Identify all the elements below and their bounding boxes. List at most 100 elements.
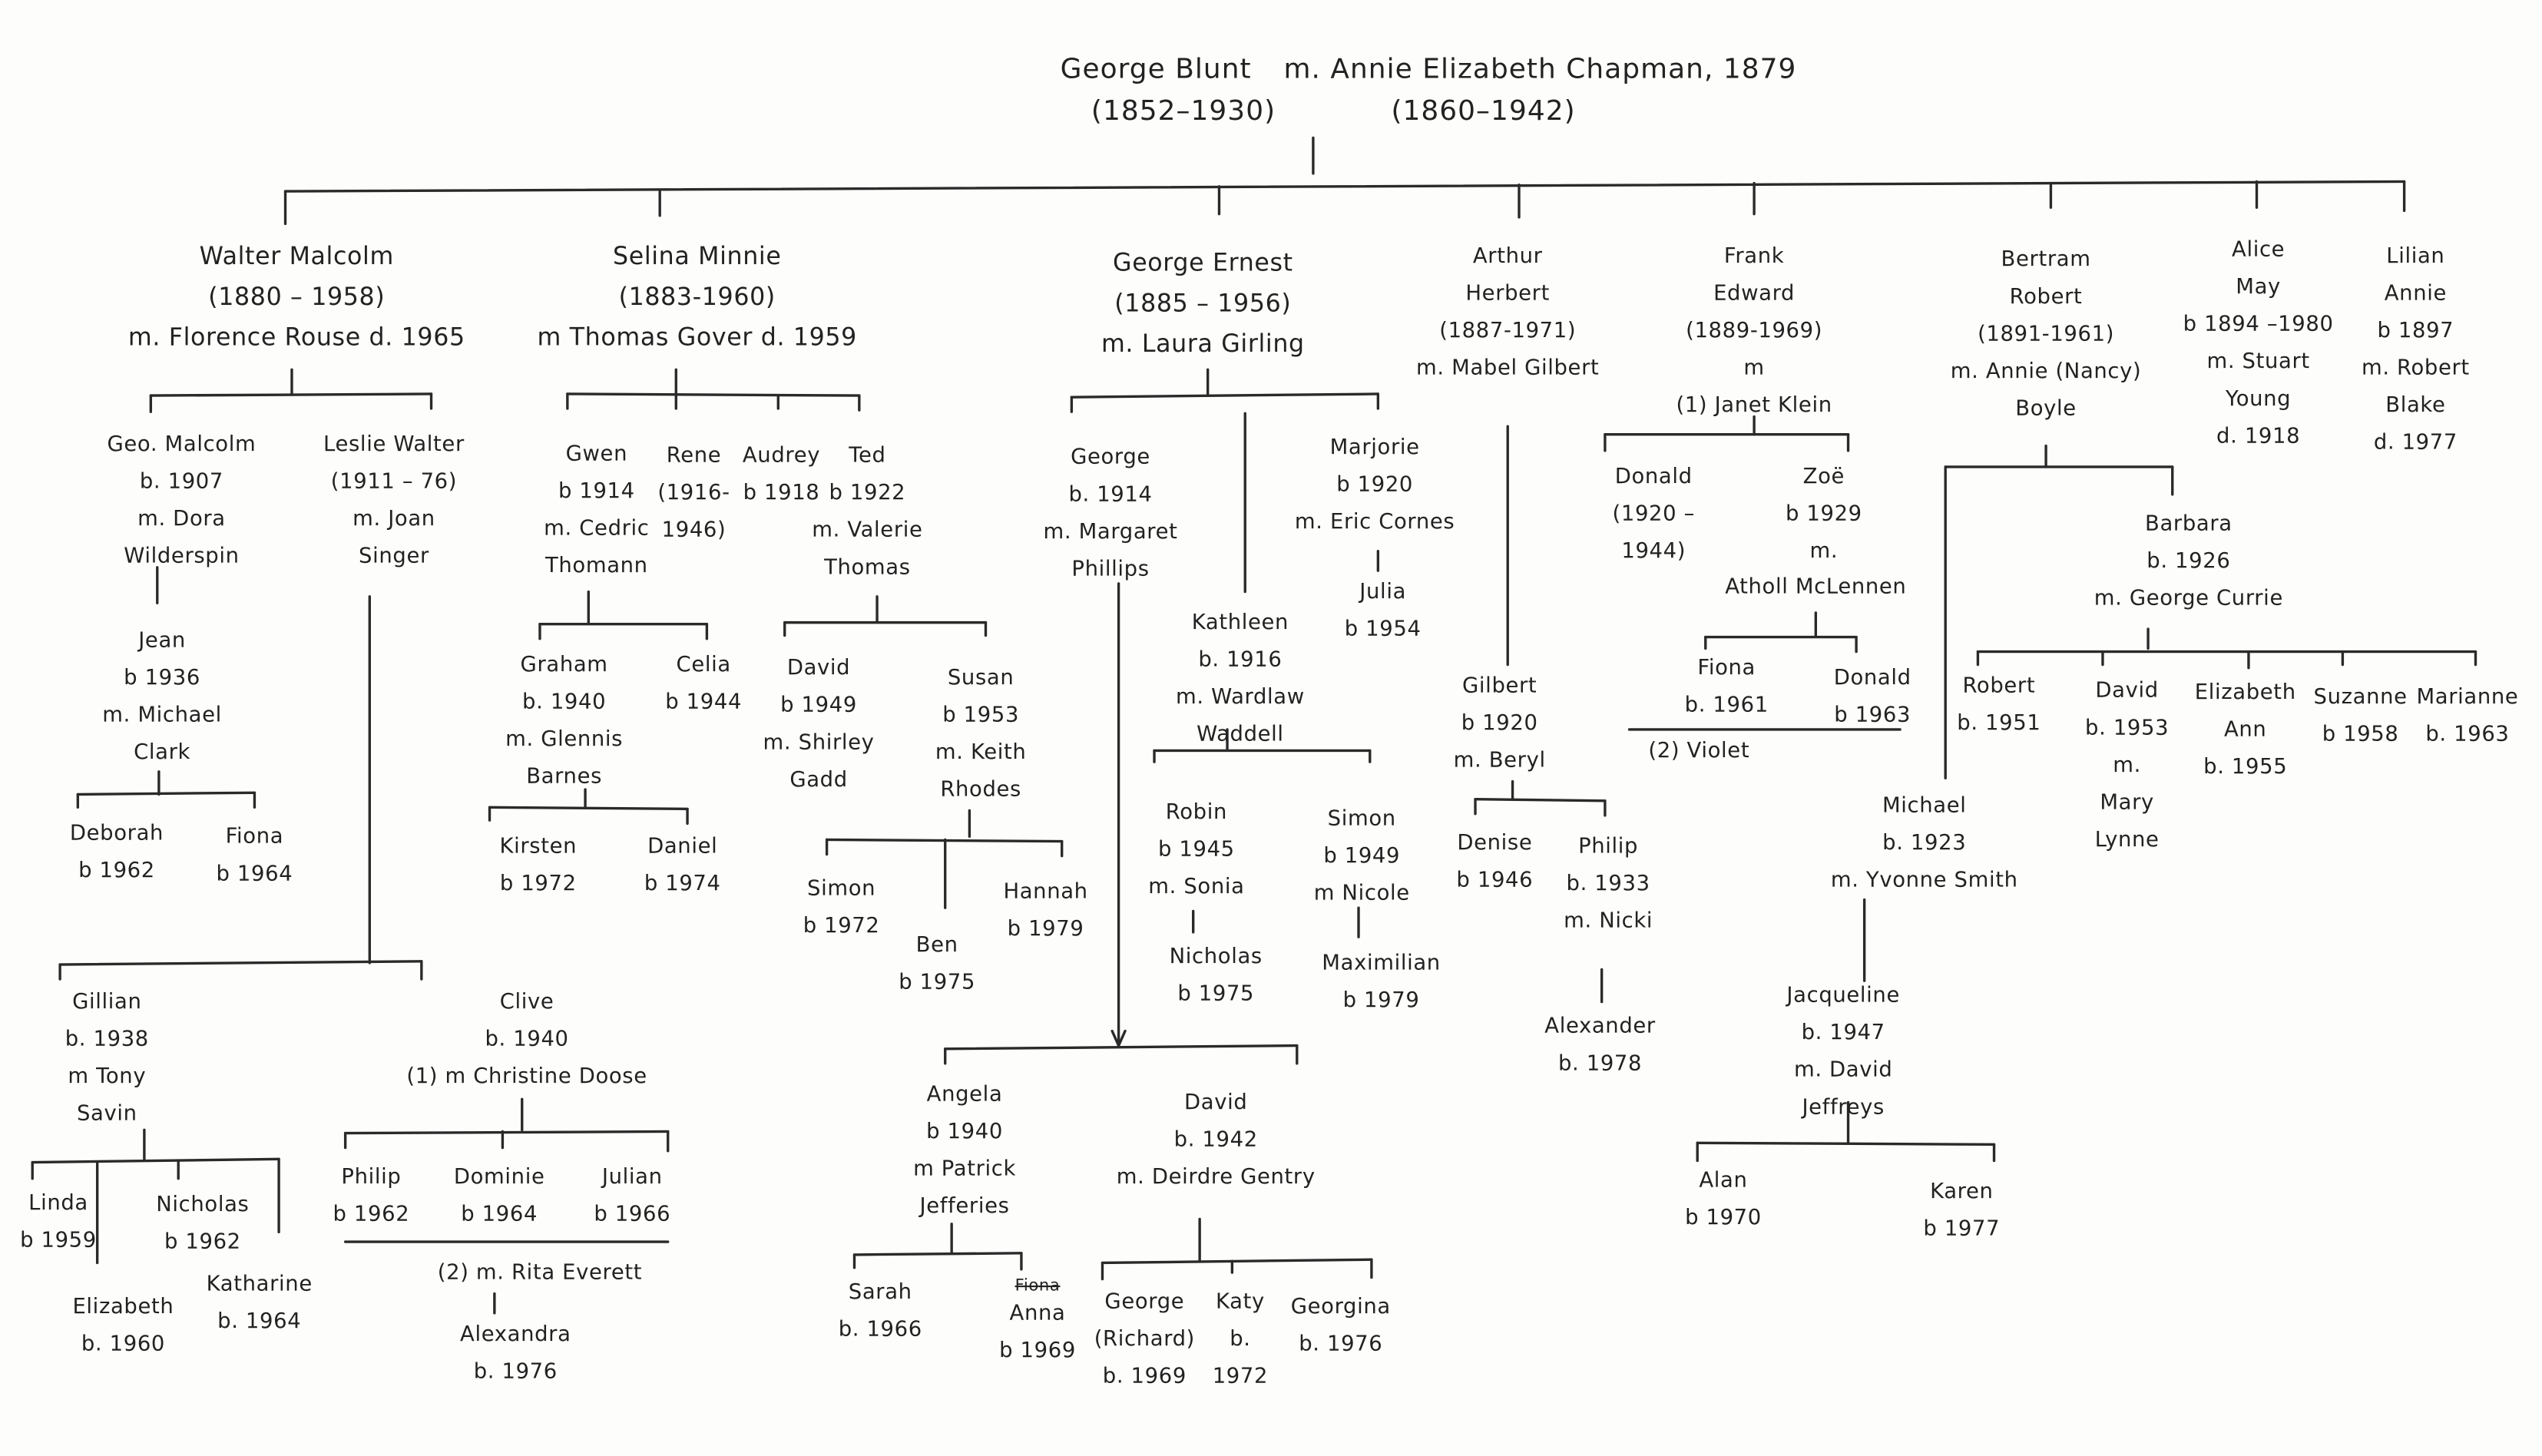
person-simon1: Simon b 1972 [803, 870, 880, 945]
person-name: David [786, 655, 851, 680]
root-wife-dates: (1860–1942) [1391, 95, 1576, 128]
person-detail: b 1944 [665, 690, 743, 714]
person-detail: b 1936 [124, 665, 200, 690]
person-detail: (1891-1961) [1978, 322, 2115, 346]
person-name: Jacqueline [1786, 983, 1900, 1008]
root-husband-dates: (1852–1930) [1091, 95, 1276, 128]
person-detail: Barnes [526, 764, 603, 789]
person-name: Alexander [1544, 1014, 1656, 1039]
person-detail: m. Deirdre Gentry [1116, 1164, 1316, 1190]
person-name: Philip [341, 1164, 402, 1190]
person-detail: b 1962 [333, 1202, 410, 1226]
person-detail: m. Joan [353, 506, 435, 531]
person-detail: b 1964 [461, 1202, 538, 1226]
person-detail: Young [2225, 386, 2292, 412]
person-detail: May [2236, 274, 2281, 299]
person-detail: b 1974 [644, 871, 721, 896]
person-detail: 1944) [1621, 538, 1686, 564]
person-detail: Lynne [2094, 827, 2160, 852]
person-detail: m [1743, 356, 1765, 381]
person-name: George Ernest [1113, 247, 1293, 276]
person-detail: (1885 – 1956) [1114, 287, 1292, 317]
person-detail: m. Sonia [1148, 874, 1245, 899]
person-name: Dominie [453, 1164, 545, 1190]
person-detail: b 1972 [803, 913, 880, 938]
person-detail: b 1964 [216, 861, 293, 886]
person-detail: m. Margaret [1043, 519, 1178, 544]
person-detail: b 1946 [1456, 868, 1534, 893]
person-name: David [1184, 1090, 1248, 1115]
person-detail: b. 1951 [1957, 710, 2041, 736]
person-name: Suzanne [2313, 684, 2408, 710]
person-name: Bertram [2001, 247, 2091, 272]
person-name: Denise [1457, 830, 1533, 855]
person-detail: b. 1969 [1102, 1364, 1187, 1389]
person-detail: b 1969 [999, 1338, 1076, 1363]
person-detail: (1) Janet Klein [1676, 392, 1832, 418]
person-detail: b 1922 [829, 480, 906, 505]
person-name: Gilbert [1462, 673, 1537, 698]
person-detail: b 1977 [1923, 1216, 2001, 1241]
person-detail: m. Michael [102, 703, 222, 727]
person-george-richard: George(Richard)b. 1969 [1094, 1283, 1195, 1395]
person-detail: Ann [2223, 717, 2267, 742]
person-detail: Gadd [789, 767, 848, 793]
person-name: Karen [1930, 1179, 1994, 1204]
person-detail: b. 1976 [473, 1359, 558, 1384]
person-name: Geo. Malcolm [107, 432, 257, 457]
person-detail: Edward [1713, 281, 1796, 306]
person-detail: Waddell [1197, 722, 1284, 747]
person-detail: m. Cedric [544, 516, 650, 541]
person-name: Frank [1723, 243, 1785, 269]
person-detail: Wilderspin [124, 544, 240, 568]
person-detail: b. 1976 [1299, 1332, 1383, 1356]
person-detail: d. 1918 [2216, 424, 2301, 448]
person-detail: b 1929 [1785, 501, 1862, 527]
person-detail: b. 1960 [81, 1332, 166, 1356]
person-detail: Phillips [1071, 557, 1150, 581]
person-name: David [2095, 678, 2159, 703]
person-name: Arthur [1472, 243, 1543, 269]
person-detail: Blake [2385, 392, 2446, 418]
person-name: Simon [1327, 806, 1396, 831]
person-detail: b 1959 [20, 1228, 97, 1252]
person-name: Barbara [2145, 511, 2233, 536]
person-name: Sarah [848, 1279, 912, 1305]
connector-line [1070, 392, 1380, 399]
connector-line [31, 1157, 280, 1164]
person-detail: b 1920 [1336, 472, 1414, 498]
person-name: Zoë [1802, 464, 1845, 489]
person-name: Gwen [565, 442, 628, 466]
person-george-ernest: George Ernest(1885 – 1956)m. Laura Girli… [1101, 243, 1305, 364]
person-detail: m. Glennis [505, 726, 624, 752]
connector-line [852, 1252, 1023, 1256]
person-selina: Selina Minnie(1883-1960)m Thomas Gover d… [537, 236, 856, 357]
person-detail: Singer [359, 544, 429, 568]
person-detail: m. [1809, 538, 1839, 564]
person-detail: m. Beryl [1453, 748, 1546, 773]
person-name: Simon [807, 875, 876, 901]
person-detail: b. 1966 [838, 1317, 922, 1342]
person-name: Elizabeth [2194, 680, 2296, 705]
person-detail: b 1966 [594, 1202, 671, 1226]
person-detail: d. 1977 [2373, 430, 2458, 455]
person-detail: Savin [76, 1101, 137, 1127]
person-name: Gillian [72, 989, 142, 1014]
